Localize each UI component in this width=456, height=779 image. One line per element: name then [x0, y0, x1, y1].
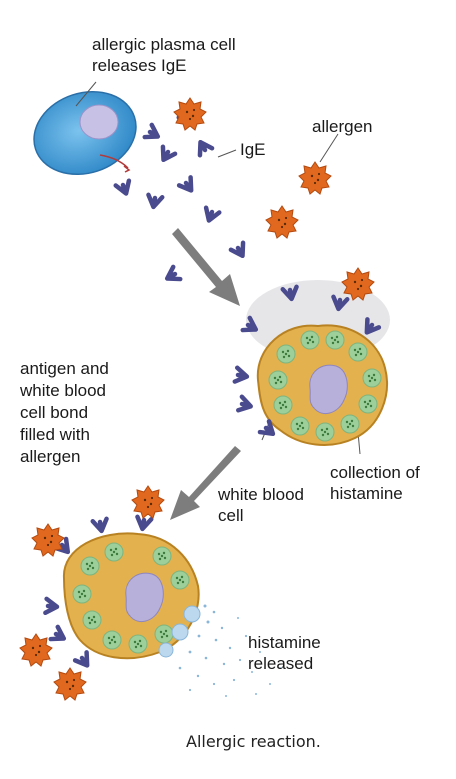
- label-histamine-collection: collection of histamine: [330, 463, 420, 503]
- plasma-cell: [33, 90, 137, 176]
- label-antigen-bond: antigen and white blood cell bond filled…: [20, 359, 109, 466]
- released-histamine-particles: [178, 604, 281, 697]
- plasma-nucleus: [79, 104, 119, 140]
- white-blood-cell-releasing: [19, 485, 201, 701]
- label-ige: IgE: [240, 140, 266, 159]
- free-allergens: [173, 97, 332, 239]
- label-histamine-released: histamine released: [248, 633, 321, 673]
- label-white-blood-cell: white blood cell: [218, 485, 305, 525]
- label-allergen: allergen: [312, 117, 373, 136]
- figure-caption: Allergic reaction.: [186, 732, 321, 751]
- process-arrows: [170, 228, 241, 520]
- label-plasma-cell: allergic plasma cell releases IgE: [92, 35, 236, 75]
- white-blood-cell-sensitized: [235, 267, 390, 446]
